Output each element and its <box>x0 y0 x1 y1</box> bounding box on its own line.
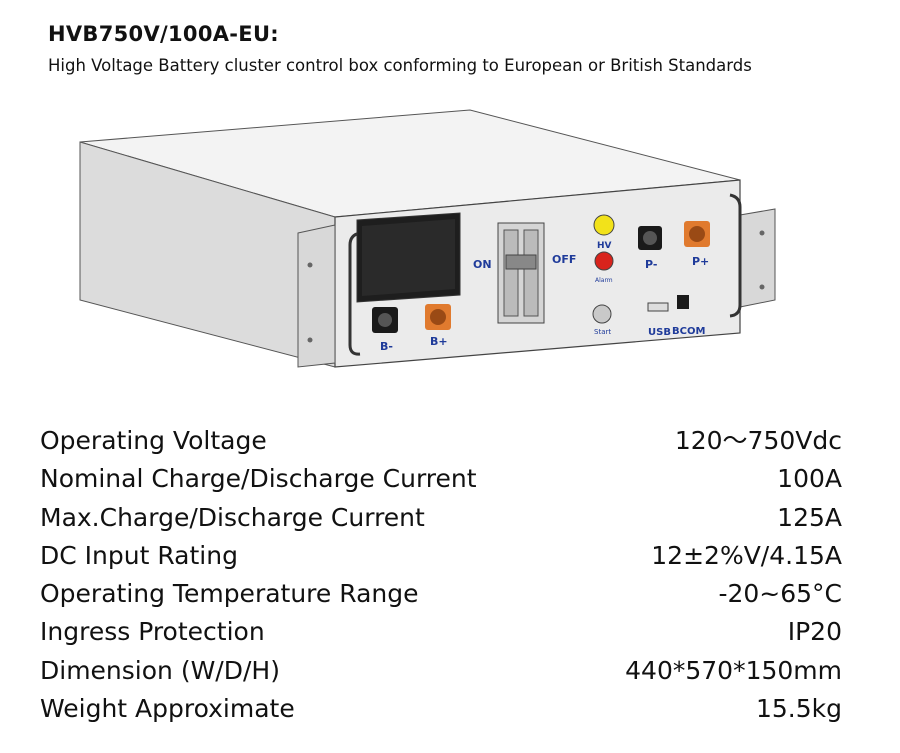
spec-row: Max.Charge/Discharge Current 125A <box>40 499 860 537</box>
spec-label: Nominal Charge/Discharge Current <box>40 464 477 494</box>
on-label: ON <box>473 258 492 271</box>
specifications-table: Operating Voltage 120～750Vdc Nominal Cha… <box>40 422 860 728</box>
spec-value: 440*570*150mm <box>625 655 842 685</box>
hv-label: HV <box>597 241 612 251</box>
spec-label: Operating Voltage <box>40 426 267 455</box>
spec-label: Operating Temperature Range <box>40 579 419 609</box>
spec-label: Max.Charge/Discharge Current <box>40 502 425 532</box>
left-mounting-ear <box>297 224 336 368</box>
usb-label: USB <box>648 327 671 338</box>
spec-row: Dimension (W/D/H) 440*570*150mm <box>40 652 860 690</box>
spec-value: IP20 <box>787 617 842 647</box>
spec-value: -20~65°C <box>718 579 842 609</box>
spec-label: Dimension (W/D/H) <box>40 655 280 685</box>
alarm-label: Alarm <box>595 277 613 284</box>
right-mounting-ear <box>739 208 776 308</box>
spec-value: 120～750Vdc <box>674 426 842 455</box>
spec-label: DC Input Rating <box>40 540 238 570</box>
b-plus-label: B+ <box>430 335 448 348</box>
spec-label: Ingress Protection <box>40 617 265 647</box>
spec-row: Weight Approximate 15.5kg <box>40 690 860 728</box>
spec-row: Nominal Charge/Discharge Current 100A <box>40 460 860 498</box>
spec-value: 100A <box>777 464 842 494</box>
start-label: Start <box>594 328 611 336</box>
b-minus-label: B- <box>380 340 393 353</box>
start-button <box>592 304 612 324</box>
bcom-port <box>677 295 689 309</box>
page-title: HVB750V/100A-EU: <box>48 22 279 46</box>
spec-label: Weight Approximate <box>40 694 295 724</box>
spec-row: Ingress Protection IP20 <box>40 613 860 651</box>
control-box-illustration: ON OFF HV Alarm Start P- P+ USB BCOM B- … <box>79 109 776 368</box>
alarm-indicator <box>594 251 614 271</box>
spec-row: Operating Temperature Range -20~65°C <box>40 575 860 613</box>
spec-value: 15.5kg <box>755 694 842 724</box>
page-subtitle: High Voltage Battery cluster control box… <box>48 56 752 75</box>
usb-port <box>647 302 669 312</box>
hv-indicator <box>593 214 615 236</box>
spec-value: 125A <box>777 502 842 532</box>
left-handle <box>348 231 361 356</box>
p-minus-label: P- <box>645 258 657 271</box>
spec-row: DC Input Rating 12±2%V/4.15A <box>40 537 860 575</box>
spec-row: Operating Voltage 120～750Vdc <box>40 422 860 460</box>
right-handle <box>729 193 742 318</box>
spec-value: 12±2%V/4.15A <box>651 540 842 570</box>
p-plus-label: P+ <box>692 255 709 268</box>
bcom-label: BCOM <box>672 326 705 337</box>
off-label: OFF <box>552 253 576 266</box>
